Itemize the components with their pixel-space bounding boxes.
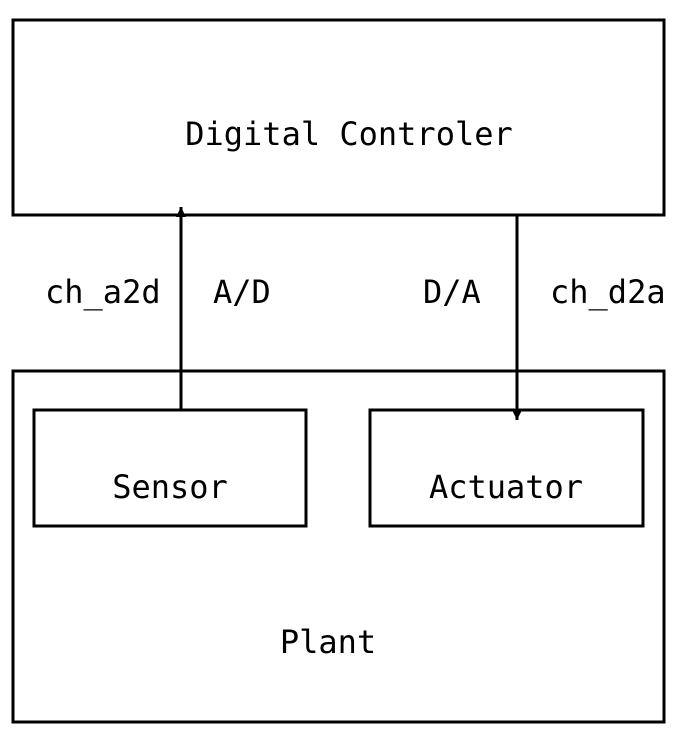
d2a-channel: D/A ch_d2a: [423, 216, 666, 420]
actuator-box: [368, 408, 645, 528]
actuator-block: Actuator: [368, 408, 645, 528]
sensor-box: [32, 408, 308, 528]
a2d-channel-name: ch_a2d: [45, 273, 161, 311]
digital-controller-box: [11, 18, 666, 217]
a2d-channel: ch_a2d A/D: [45, 207, 271, 409]
digital-controller-block: Digital Controler: [11, 18, 666, 217]
sensor-label: Sensor: [112, 468, 228, 506]
d2a-channel-name: ch_d2a: [550, 273, 666, 311]
d2a-converter-label: D/A: [423, 273, 481, 311]
plant-block: Plant: [11, 369, 666, 724]
sensor-block: Sensor: [32, 408, 308, 528]
digital-controller-label: Digital Controler: [185, 115, 513, 153]
plant-box: [11, 369, 666, 724]
a2d-converter-label: A/D: [213, 273, 271, 311]
plant-label: Plant: [280, 623, 376, 661]
actuator-label: Actuator: [429, 468, 583, 506]
